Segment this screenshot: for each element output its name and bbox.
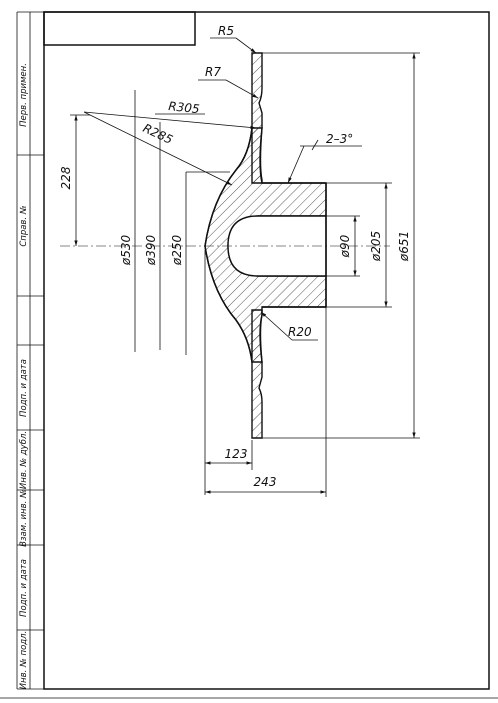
leader-r20: R20 [260,311,318,341]
side-label-repl-inv: Взам. инв. № [19,489,29,547]
dim-d90: ø90 [326,215,360,277]
leader-r5: R5 [210,24,257,54]
leader-r285: R285 [83,111,233,186]
dim-d90-label: ø90 [338,234,352,258]
leader-r5-label: R5 [218,24,234,38]
side-label-sign-date-2: Подп. и дата [19,559,29,617]
dim-d530-label: ø530 [119,235,133,267]
dim-243: 243 [205,307,327,497]
dim-123-label: 123 [225,447,248,461]
leader-r7: R7 [198,65,259,99]
leader-r7-label: R7 [205,65,221,79]
leader-draft-label: 2–3° [326,132,353,146]
title-corner-box [43,11,196,46]
side-label-dup-inv: Инв. № дубл. [19,431,29,489]
dim-d250-label: ø250 [170,235,184,267]
side-label-ref-no: Справ. № [19,205,29,247]
dim-d530: ø530 [119,90,136,352]
side-label-first-use: Перв. примен. [19,63,29,127]
leader-r305-label: R305 [168,99,201,116]
dim-228: 228 [59,114,90,246]
side-label-sign-date-1: Подп. и дата [19,359,29,417]
leader-draft: 2–3° [287,132,362,184]
dim-d205-label: ø205 [369,231,383,262]
dim-d651-label: ø651 [397,231,411,262]
side-label-orig-inv: Инв. № подл. [19,631,29,690]
flange-section [204,52,327,439]
leader-r285-label: R285 [141,121,175,147]
dim-d205: ø205 [326,182,392,308]
dim-243-label: 243 [254,475,277,489]
dim-123: 123 [204,250,253,495]
dim-d651: ø651 [262,52,420,439]
dim-d390: ø390 [144,122,161,350]
dim-d390-label: ø390 [144,235,158,267]
dim-228-label: 228 [59,166,73,189]
drawing-frame [0,11,498,699]
leader-r305: R305 [83,99,257,130]
dim-d250: ø250 [170,171,230,355]
leader-r20-label: R20 [288,325,312,339]
